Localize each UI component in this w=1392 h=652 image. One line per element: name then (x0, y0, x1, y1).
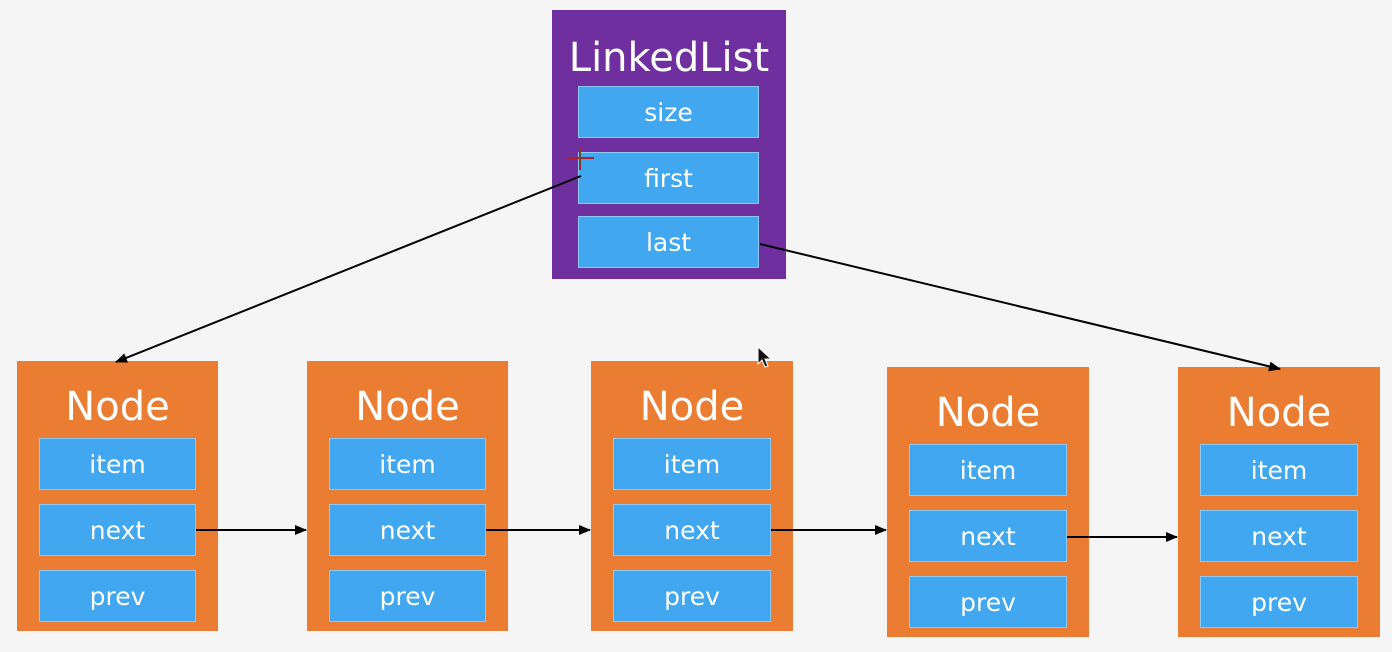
node-title: Node (1226, 390, 1332, 436)
node-title: Node (639, 384, 745, 430)
crosshair-icon (568, 147, 594, 170)
node-field-prev: prev (1200, 576, 1358, 628)
node-field-next: next (909, 510, 1067, 562)
linkedlist-field-last: last (578, 216, 759, 268)
node-box-5: Node item next prev (1178, 367, 1380, 637)
linkedlist-box: LinkedList size first last (552, 10, 786, 279)
linkedlist-title: LinkedList (568, 35, 770, 81)
node-field-item: item (613, 438, 771, 490)
node-field-prev: prev (329, 570, 486, 622)
node-field-item: item (39, 438, 196, 490)
node-field-prev: prev (909, 576, 1067, 628)
node-field-next: next (613, 504, 771, 556)
node-box-2: Node item next prev (307, 361, 508, 631)
node-field-item: item (1200, 444, 1358, 496)
node-field-item: item (329, 438, 486, 490)
node-field-prev: prev (39, 570, 196, 622)
node-box-3: Node item next prev (591, 361, 793, 631)
linkedlist-field-size: size (578, 86, 759, 138)
node-title: Node (65, 384, 170, 430)
mouse-pointer-icon (757, 346, 773, 368)
node-title: Node (355, 384, 460, 430)
node-box-1: Node item next prev (17, 361, 218, 631)
node-field-prev: prev (613, 570, 771, 622)
node-field-next: next (329, 504, 486, 556)
node-field-next: next (39, 504, 196, 556)
first-arrow (115, 175, 582, 363)
last-arrow (759, 243, 1281, 372)
node-field-next: next (1200, 510, 1358, 562)
node-field-item: item (909, 444, 1067, 496)
node-box-4: Node item next prev (887, 367, 1089, 637)
node-title: Node (935, 390, 1041, 436)
